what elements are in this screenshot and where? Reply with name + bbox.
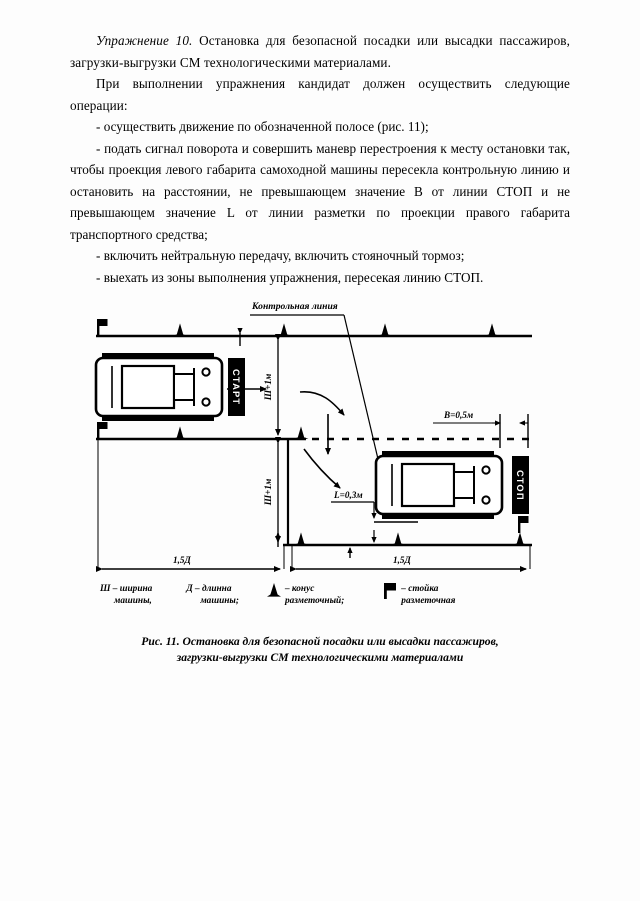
body-text: Упражнение 10. Остановка для безопасной … [70, 30, 570, 288]
legend-item-width: Ш – ширина машины, [100, 584, 152, 607]
cone-icon [266, 583, 281, 603]
figure-caption: Рис. 11. Остановка для безопасной посадк… [70, 634, 570, 666]
caption-line-1: Рис. 11. Остановка для безопасной посадк… [141, 635, 499, 648]
control-line-label: Контрольная линия [252, 301, 338, 312]
dim-length-left: 1,5Д [173, 555, 191, 565]
dim-length-right: 1,5Д [393, 555, 411, 565]
diagram-svg [94, 314, 532, 572]
dim-b-value: B=0,5м [444, 410, 474, 420]
paragraph-exercise-title: Упражнение 10. Остановка для безопасной … [70, 30, 570, 73]
legend-post-line1: – стойка [401, 584, 439, 594]
exercise-number: Упражнение 10. [96, 33, 193, 48]
legend-post-line2: разметочная [401, 595, 456, 606]
legend-item-cone: – конус разметочный; [266, 583, 345, 607]
legend-row: Ш – ширина машины, Д – длинна машины; [100, 583, 540, 607]
step-item-4: - выехать из зоны выполнения упражнения,… [96, 269, 484, 285]
step-item-2: - подать сигнал поворота и совершить ман… [70, 140, 570, 242]
figure-11: Контрольная линия СТАРТ СТОП Ш+1м Ш+1м 1… [0, 296, 640, 686]
stop-car-shape [374, 451, 504, 519]
legend-cone-line2: разметочный; [284, 595, 345, 606]
step-item-3: - включить нейтральную передачу, включит… [96, 248, 465, 263]
caption-line-2: загрузки-выгрузки СМ технологическими ма… [176, 651, 464, 664]
legend-length-line2: машины; [200, 595, 239, 606]
legend-item-post: – стойка разметочная [384, 583, 456, 607]
exercise-title-text: Остановка для безопасной посадки или выс… [70, 33, 570, 70]
dim-lane-width-bottom: Ш+1м [263, 478, 273, 506]
stop-badge: СТОП [512, 456, 529, 514]
figure-legend: Ш – ширина машины, Д – длинна машины; [100, 583, 540, 607]
paragraph-intro: При выполнении упражнения кандидат долже… [70, 76, 570, 113]
legend-item-length: Д – длинна машины; [186, 584, 239, 607]
dim-l-value: L=0,3м [334, 490, 363, 500]
course-diagram: Контрольная линия СТАРТ СТОП Ш+1м Ш+1м 1… [88, 296, 540, 581]
legend-width-line1: Ш – ширина [100, 584, 153, 594]
legend-cone-line1: – конус [284, 584, 315, 594]
step-item-1: - осуществить движение по обозначенной п… [96, 119, 429, 134]
legend-width-line2: машины, [114, 595, 152, 606]
start-car-shape [94, 353, 224, 421]
dim-lane-width-top: Ш+1м [263, 373, 273, 401]
post-flag-icon [384, 583, 397, 604]
start-badge: СТАРТ [228, 358, 245, 416]
legend-length-line1: Д – длинна [186, 584, 232, 594]
